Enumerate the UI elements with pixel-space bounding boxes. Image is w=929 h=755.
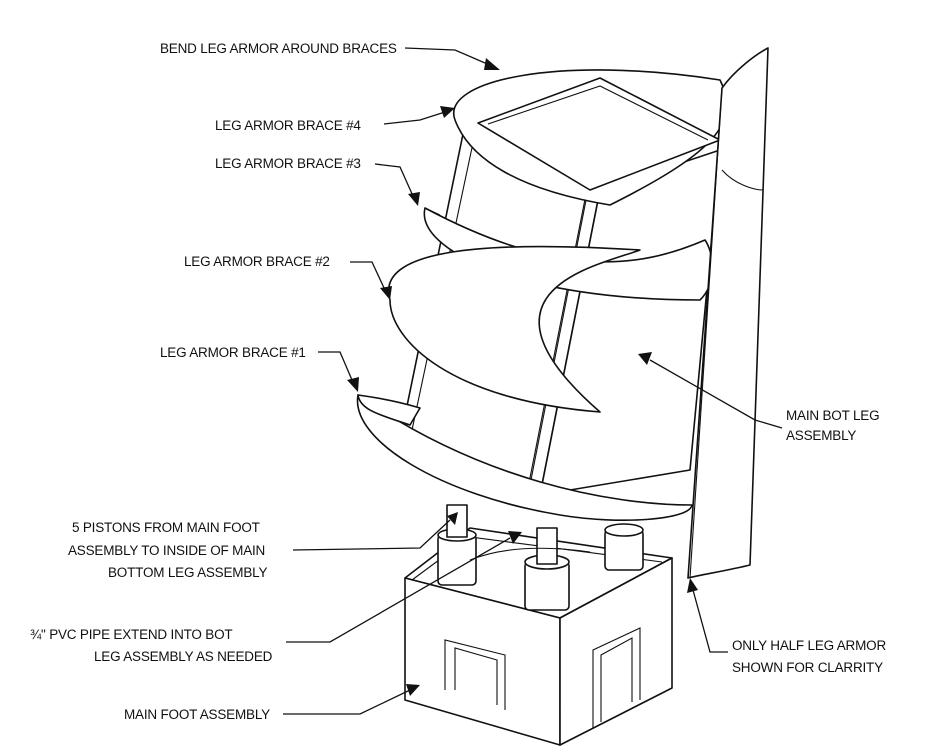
label-main-bot-leg-2: ASSEMBLY xyxy=(786,428,856,443)
label-brace-1: LEG ARMOR BRACE #1 xyxy=(160,345,306,360)
label-half-armor-1: ONLY HALF LEG ARMOR xyxy=(732,638,886,653)
label-bend-leg-armor: BEND LEG ARMOR AROUND BRACES xyxy=(160,41,397,56)
label-brace-4: LEG ARMOR BRACE #4 xyxy=(215,118,361,133)
label-pistons-1: 5 PISTONS FROM MAIN FOOT xyxy=(72,520,260,535)
label-brace-3: LEG ARMOR BRACE #3 xyxy=(215,156,361,171)
label-pvc-1: ¾" PVC PIPE EXTEND INTO BOT xyxy=(30,627,232,642)
label-pvc-2: LEG ASSEMBLY AS NEEDED xyxy=(94,649,273,664)
label-brace-2: LEG ARMOR BRACE #2 xyxy=(184,254,330,269)
pistons xyxy=(437,504,644,611)
leg-armor-brace-1 xyxy=(356,394,693,521)
label-pistons-2: ASSEMBLY TO INSIDE OF MAIN xyxy=(68,543,265,558)
label-pistons-3: BOTTOM LEG ASSEMBLY xyxy=(108,565,267,580)
label-main-foot: MAIN FOOT ASSEMBLY xyxy=(124,707,270,722)
leader-lines xyxy=(283,47,783,715)
half-leg-armor xyxy=(687,47,769,579)
leg-armor-brace-2 xyxy=(387,245,641,413)
label-main-bot-leg-1: MAIN BOT LEG xyxy=(786,408,879,423)
leg-armor-brace-4 xyxy=(452,69,728,206)
label-half-armor-2: SHOWN FOR CLARRITY xyxy=(732,660,883,675)
